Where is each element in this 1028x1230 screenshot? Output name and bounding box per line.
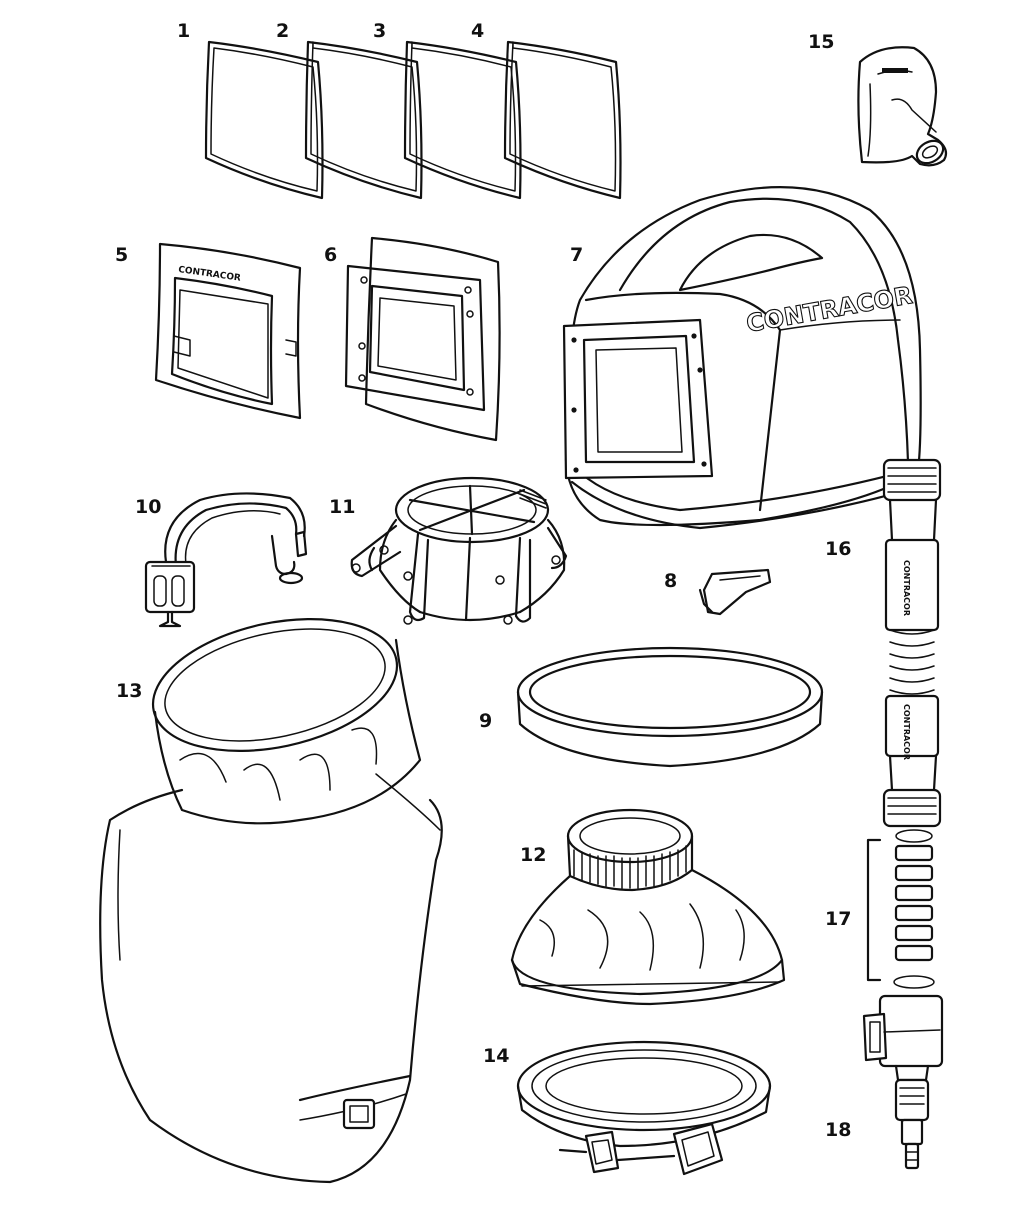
label-15: 15: [808, 31, 835, 53]
hose-logo-upper: CONTRACOR: [902, 560, 911, 616]
label-3: 3: [373, 20, 387, 42]
retaining-clip: [698, 568, 772, 616]
outer-frame-logo: CONTRACOR: [178, 265, 242, 284]
helmet-logo: CONTRACOR: [744, 281, 914, 338]
label-18: 18: [825, 1119, 852, 1141]
hose-logo-lower: CONTRACOR: [902, 704, 911, 760]
head-suspension: [350, 476, 568, 625]
label-11: 11: [329, 496, 356, 518]
inner-collar: [510, 808, 786, 1006]
headgear-strap: [144, 492, 308, 628]
label-9: 9: [479, 710, 493, 732]
label-16: 16: [825, 538, 852, 560]
label-1: 1: [177, 20, 191, 42]
label-13: 13: [116, 680, 143, 702]
filter-stack: [866, 829, 935, 989]
helmet: CONTRACOR: [562, 186, 922, 530]
air-inlet: [857, 46, 948, 167]
belt-valve: [862, 994, 944, 1170]
breathing-hose: CONTRACOR CONTRACOR: [882, 458, 942, 828]
label-4: 4: [471, 20, 485, 42]
label-2: 2: [276, 20, 290, 42]
label-6: 6: [324, 244, 338, 266]
lens-window-3: [403, 40, 522, 200]
label-8: 8: [664, 570, 678, 592]
label-12: 12: [520, 844, 547, 866]
lens-window-1: [204, 40, 324, 200]
label-17: 17: [825, 908, 852, 930]
label-5: 5: [115, 244, 129, 266]
label-7: 7: [570, 244, 584, 266]
belt: [516, 1040, 772, 1176]
cape: [99, 618, 443, 1184]
neck-ring: [516, 646, 824, 768]
label-10: 10: [135, 496, 162, 518]
lens-window-2: [304, 40, 423, 200]
lens-window-4: [503, 40, 622, 200]
inner-lens-frame: [344, 236, 501, 442]
label-14: 14: [483, 1045, 510, 1067]
outer-lens-frame: CONTRACOR: [154, 242, 302, 420]
